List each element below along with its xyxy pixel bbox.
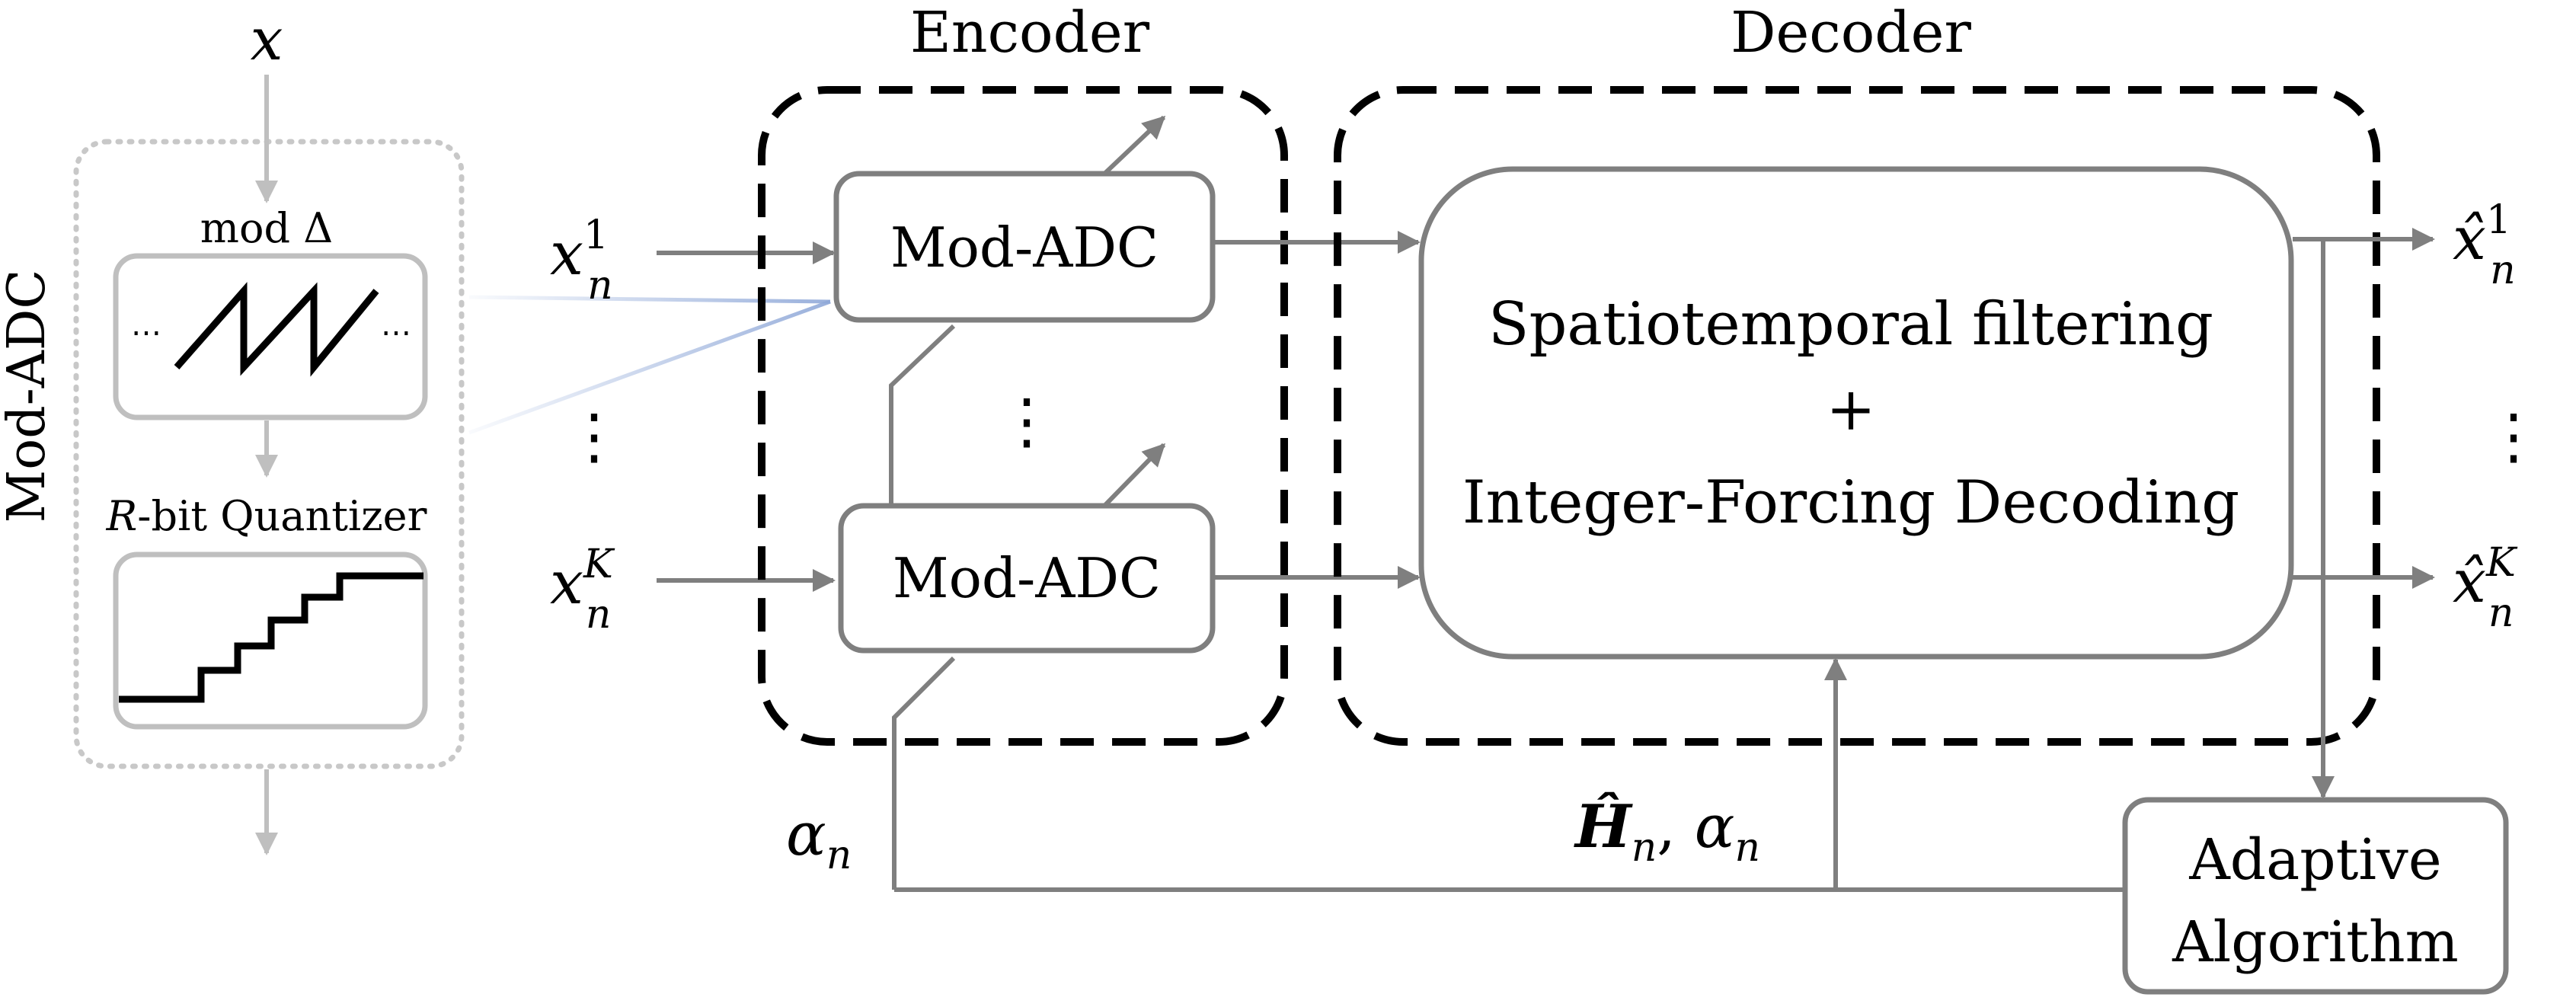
gain-arrow-top [1102,115,1166,176]
adaptive-algorithm-block [2122,797,2509,995]
mod-adc-inset: Mod-ADC x mod Δ ⋯ ⋯ R-bit Quantizer [0,5,831,855]
inset-side-label: Mod-ADC [0,270,57,523]
encoder-dashed-border [758,86,1288,746]
mod-adc-block-k [838,503,1216,654]
input-vdots: ⋮ [564,401,625,472]
decoder-block [1418,166,2294,660]
staircase-icon [119,572,423,703]
decoder-line-1: Spatiotemporal filtering [1488,290,2213,359]
decoder-line-2: + [1826,376,1875,444]
alpha-control-line-top [889,324,956,507]
output-vdots: ⋮ [2483,401,2544,472]
mod-adc-block-k-label: Mod-ADC [893,546,1161,610]
h-hat-alpha-label: Ĥn, αn [1574,791,1760,871]
inset-mod-ellipsis-left: ⋯ [131,315,161,350]
alpha-label: αn [786,801,852,878]
gain-arrow-bottom [1102,443,1166,508]
mod-adc-block-1 [833,171,1216,323]
adaptive-group: Adaptive Algorithm αn Ĥn, αn [786,657,2509,995]
encoder-group: Encoder Mod-ADC ⋮ Mod-ADC [758,0,1421,890]
inset-connector-top [468,295,831,304]
decoder-group: Decoder Spatiotemporal filtering + Integ… [1334,0,2435,799]
adaptive-line-1: Adaptive [2188,827,2441,893]
encoder-vdots: ⋮ [996,385,1057,456]
inset-quant-label: R-bit Quantizer [106,492,427,540]
adaptive-line-2: Algorithm [2172,909,2459,975]
inset-connector-bottom [468,299,831,435]
inset-input-label: x [251,5,283,73]
decoder-line-3: Integer-Forcing Decoding [1462,468,2239,537]
encoder-title: Encoder [910,0,1150,66]
inset-mod-label: mod Δ [200,204,333,252]
sawtooth-icon [174,282,379,377]
decoder-title: Decoder [1731,0,1971,66]
mod-adc-block-1-label: Mod-ADC [890,216,1159,280]
decoder-dashed-border [1334,86,2380,746]
inset-mod-ellipsis-right: ⋯ [381,315,411,350]
alpha-control-line-bottom [892,656,956,890]
